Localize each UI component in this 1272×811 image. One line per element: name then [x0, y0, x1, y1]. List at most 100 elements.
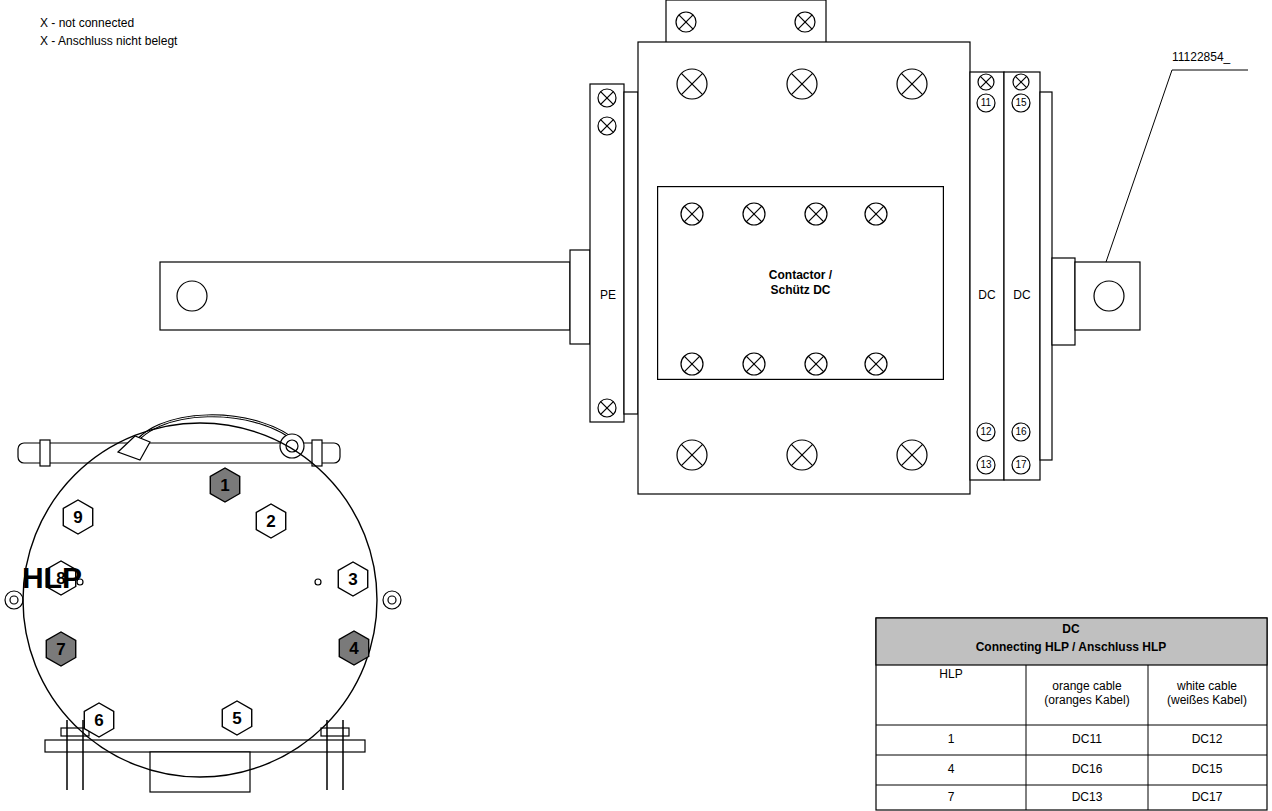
screw-cross	[901, 73, 922, 94]
screw-cross	[746, 356, 762, 372]
contactor-body	[638, 42, 970, 494]
table-row-line	[876, 725, 1267, 726]
screw-circle	[865, 203, 887, 225]
bolt-washer	[321, 728, 349, 736]
screw-symbol	[805, 353, 827, 375]
pin-hexagon-outline	[84, 703, 113, 737]
hlp-housing: 123456789HLP	[22, 422, 378, 778]
screw-cross	[601, 92, 614, 105]
screw-symbol	[787, 69, 817, 99]
screw-cross	[746, 206, 762, 222]
screw-cross	[901, 444, 922, 465]
terminal-label: DC	[1013, 289, 1030, 303]
screw-circle	[681, 203, 703, 225]
screw-circle	[681, 353, 703, 375]
screw-cross	[679, 15, 693, 29]
table-cell: DC15	[1192, 763, 1223, 777]
contactor-box: Contactor / Schütz DC	[657, 186, 944, 380]
screw-cross	[1015, 76, 1026, 87]
screw-cross	[868, 206, 884, 222]
pin-number: 2	[266, 513, 275, 530]
table-cell: DC12	[1192, 733, 1223, 747]
dc-terminal-side	[1040, 92, 1052, 460]
screw-symbol	[795, 12, 815, 32]
screw-cross	[808, 206, 824, 222]
table-column-line	[1026, 665, 1027, 810]
screw-cross	[681, 73, 702, 94]
housing-label: HLP	[22, 563, 82, 593]
screw-symbol	[676, 12, 696, 32]
small-hole	[315, 579, 321, 585]
terminal-label: DC	[978, 289, 995, 303]
table-header: DC	[1062, 623, 1079, 637]
terminal-number: 16	[1015, 426, 1026, 438]
pin-number: 1	[220, 477, 229, 494]
pin-hexagon-outline	[256, 504, 285, 538]
screw-cross	[868, 356, 884, 372]
screw-cross	[798, 15, 812, 29]
mounting-lug-hole	[10, 596, 18, 604]
angle-plug	[118, 436, 150, 460]
screw-cross	[684, 206, 700, 222]
table-cell: 7	[948, 791, 955, 805]
screw-cross	[601, 120, 614, 133]
screw-cross	[868, 356, 884, 372]
pin-hexagon-outline	[222, 701, 251, 735]
pin-hexagon: 3	[335, 561, 371, 597]
table-cell: DC16	[1072, 763, 1103, 777]
bolt	[66, 720, 68, 790]
pin-number: 3	[348, 571, 357, 588]
screw-circle	[598, 89, 616, 107]
pin-number: 9	[73, 509, 82, 526]
screw-cross	[808, 356, 824, 372]
terminal-number-ring	[1012, 456, 1030, 474]
screw-circle	[795, 12, 815, 32]
screw-symbol	[598, 117, 616, 135]
screw-circle	[805, 203, 827, 225]
node-outline	[22, 422, 378, 778]
terminal-number: 13	[980, 459, 991, 471]
screw-symbol	[897, 440, 927, 470]
screw-symbol	[865, 203, 887, 225]
screw-cross	[681, 444, 702, 465]
screw-symbol	[681, 203, 703, 225]
table-cell: 4	[948, 763, 955, 777]
pin-hexagon: 6	[81, 702, 117, 738]
contactor-top-module	[666, 0, 826, 44]
terminal-number-ring	[977, 94, 995, 112]
screw-cross	[791, 444, 812, 465]
screw-circle	[787, 440, 817, 470]
table-header: Connecting HLP / Anschluss HLP	[976, 641, 1167, 655]
screw-cross	[791, 73, 812, 94]
screw-cross	[679, 15, 693, 29]
screw-circle	[897, 69, 927, 99]
screw-symbol	[743, 353, 765, 375]
table-header-band	[876, 618, 1267, 665]
table-row-line	[876, 785, 1267, 786]
pe-terminal	[590, 84, 624, 422]
screw-symbol	[897, 69, 927, 99]
busbar-clamp	[570, 250, 590, 344]
note-text: X - not connected	[40, 17, 134, 31]
pin-number: 5	[232, 710, 241, 727]
pe-terminal-side	[624, 92, 638, 414]
dc-terminal	[1004, 72, 1040, 480]
screw-cross	[1015, 76, 1026, 87]
screw-cross	[601, 120, 614, 133]
pin-hexagon: 4	[336, 630, 372, 666]
pin-hexagon-outline	[210, 468, 239, 502]
screw-circle	[677, 440, 707, 470]
screw-cross	[791, 444, 812, 465]
table-cell: DC11	[1072, 733, 1102, 747]
terminal-number-ring	[977, 423, 995, 441]
pin-number: 7	[56, 641, 65, 658]
screw-symbol	[681, 353, 703, 375]
screw-circle	[677, 69, 707, 99]
busbar-right	[1075, 262, 1140, 330]
table-column-line	[1148, 665, 1149, 810]
pin-hexagon: 9	[60, 499, 96, 535]
screw-symbol	[598, 399, 616, 417]
screw-circle	[1013, 74, 1029, 90]
screw-cross	[980, 76, 991, 87]
screw-cross	[681, 73, 702, 94]
